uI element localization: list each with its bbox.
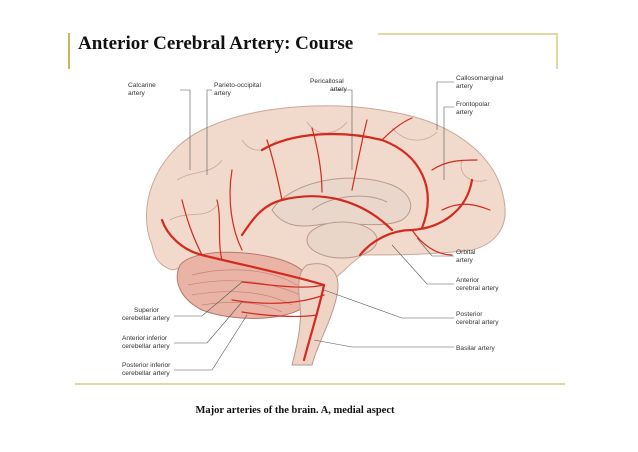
label-callosomarginal-2: artery (456, 83, 474, 90)
label-orbital-1: Orbital (456, 249, 476, 256)
pericallosal-vessel (240, 195, 394, 237)
title-accent-left (68, 33, 70, 69)
label-pericallosal-2: artery (330, 86, 348, 93)
title-accent-top (378, 33, 558, 35)
svg-text:artery: artery (128, 90, 146, 97)
label-posterior-inferior-cerebellar-1: Posterior inferior (122, 362, 171, 369)
svg-text:artery: artery (330, 86, 348, 93)
label-anterior-cerebral-2: cerebral artery (456, 285, 499, 292)
svg-text:Anterior inferior: Anterior inferior (122, 335, 168, 342)
svg-text:artery: artery (456, 83, 474, 90)
label-calcarine-1: Calcarine (128, 82, 156, 89)
basilar-artery-vessel (302, 283, 326, 362)
label-parieto-occipital-1: Parieto-occipital (214, 82, 261, 89)
label-calcarine-2: artery (128, 90, 146, 97)
svg-text:Superior: Superior (134, 307, 160, 314)
svg-text:artery: artery (456, 257, 474, 264)
label-frontopolar-1: Frontopolar (456, 101, 491, 108)
svg-text:Callosomarginal: Callosomarginal (456, 75, 504, 82)
label-orbital-2: artery (456, 257, 474, 264)
svg-text:Frontopolar: Frontopolar (456, 101, 491, 108)
svg-text:cerebellar artery: cerebellar artery (122, 343, 170, 350)
figure-caption: Major arteries of the brain. A, medial a… (195, 405, 395, 416)
label-anterior-cerebral-1: Anterior (456, 277, 480, 284)
svg-text:Posterior inferior: Posterior inferior (122, 362, 171, 369)
svg-text:cerebellar artery: cerebellar artery (122, 370, 170, 377)
figure-caption-wrapper: Major arteries of the brain. A, medial a… (0, 405, 638, 416)
svg-text:cerebellar artery: cerebellar artery (122, 315, 170, 322)
label-posterior-cerebral-1: Posterior (456, 311, 483, 318)
title-accent-right (556, 33, 558, 69)
label-anterior-inferior-cerebellar-2: cerebellar artery (122, 343, 170, 350)
svg-text:Anterior: Anterior (456, 277, 480, 284)
svg-text:Orbital: Orbital (456, 249, 476, 256)
bottom-divider (75, 383, 565, 385)
corpus-callosum (271, 177, 412, 227)
svg-text:Pericallosal: Pericallosal (310, 78, 344, 85)
posterior-cerebral-vessel (160, 218, 326, 287)
label-anterior-inferior-cerebellar-1: Anterior inferior (122, 335, 168, 342)
svg-text:cerebral artery: cerebral artery (456, 285, 499, 292)
label-superior-cerebellar-2: cerebellar artery (122, 315, 170, 322)
label-basilar: Basilar artery (456, 345, 496, 352)
slide-title: Anterior Cerebral Artery: Course (78, 33, 354, 54)
label-posterior-inferior-cerebellar-2: cerebellar artery (122, 370, 170, 377)
svg-text:cerebral artery: cerebral artery (456, 319, 499, 326)
svg-text:Posterior: Posterior (456, 311, 483, 318)
svg-text:Calcarine: Calcarine (128, 82, 156, 89)
svg-text:Basilar artery: Basilar artery (456, 345, 496, 352)
label-frontopolar-2: artery (456, 109, 474, 116)
svg-text:artery: artery (214, 90, 232, 97)
thalamus (306, 221, 378, 259)
label-pericallosal-1: Pericallosal (310, 78, 344, 85)
svg-text:Parieto-occipital: Parieto-occipital (214, 82, 261, 89)
label-parieto-occipital-2: artery (214, 90, 232, 97)
brainstem (291, 263, 339, 366)
svg-text:artery: artery (456, 109, 474, 116)
label-superior-cerebellar-1: Superior (134, 307, 160, 314)
brain-medial-illustration: Calcarine artery Parieto-occipital arter… (92, 60, 540, 385)
label-posterior-cerebral-2: cerebral artery (456, 319, 499, 326)
label-callosomarginal-1: Callosomarginal (456, 75, 504, 82)
